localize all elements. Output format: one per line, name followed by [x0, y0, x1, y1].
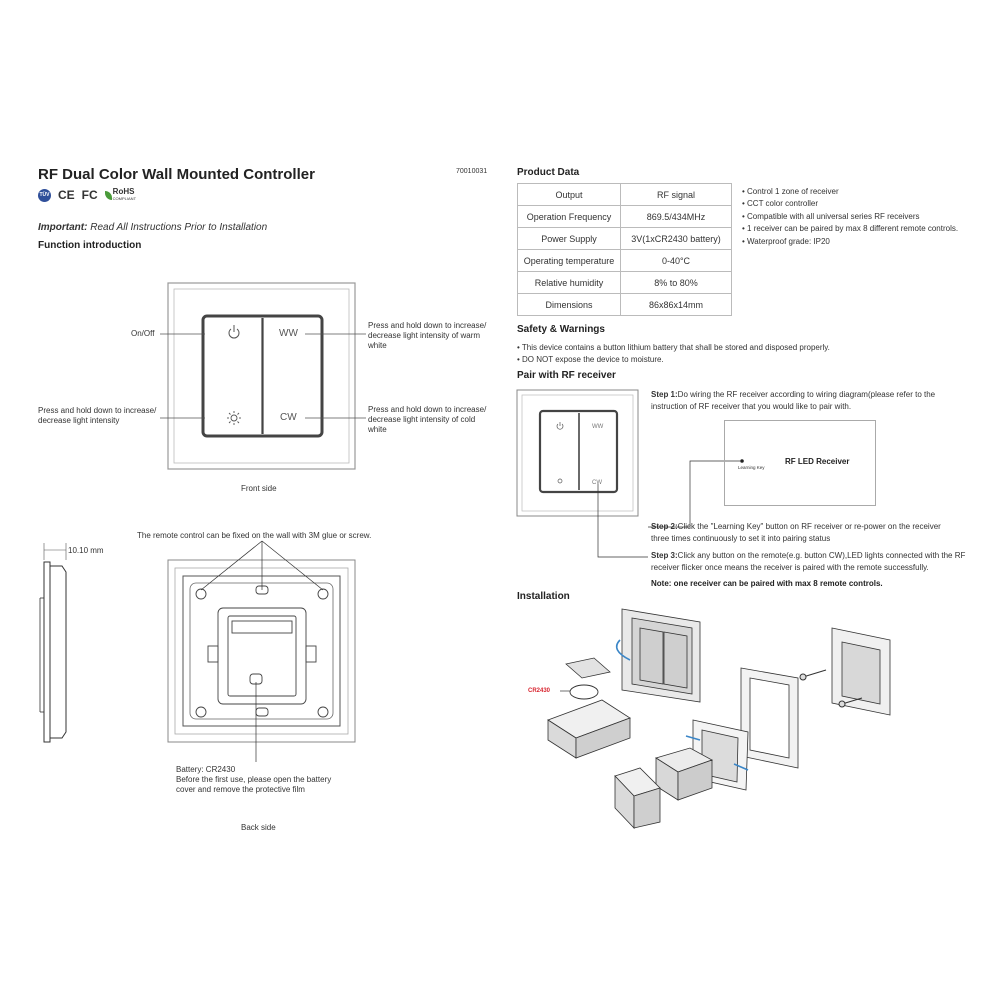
pairing-note: Note: one receiver can be paired with ma…: [651, 579, 883, 588]
safety-list: • This device contains a button lithium …: [517, 342, 830, 365]
cw-button-label: CW: [280, 412, 297, 423]
step-2: Step 2:Click the "Learning Key" button o…: [651, 522, 941, 543]
step-1: Step 1:Do wiring the RF receiver accordi…: [651, 390, 936, 411]
list-item: • Compatible with all universal series R…: [742, 211, 920, 221]
product-data-heading: Product Data: [517, 167, 580, 178]
list-item: • Control 1 zone of receiver: [742, 187, 839, 196]
mount-note: The remote control can be fixed on the w…: [137, 531, 372, 540]
on-off-label: On/Off: [131, 329, 155, 338]
cw-description: Press and hold down to increase/decrease…: [368, 405, 487, 434]
ww-button-label: WW: [279, 328, 298, 339]
power-icon: [228, 325, 240, 339]
product-code: 70010031: [456, 168, 488, 175]
installation-heading: Installation: [517, 591, 570, 602]
back-side-caption: Back side: [241, 823, 276, 832]
list-item: • 1 receiver can be paired by max 8 diff…: [742, 224, 959, 234]
ce-mark: CE: [58, 188, 75, 202]
battery-model-label: CR2430: [528, 688, 551, 694]
fcc-mark: FC: [81, 188, 98, 202]
brightness-icon: [227, 411, 241, 425]
list-item: • This device contains a button lithium …: [517, 343, 830, 352]
list-item: • Waterproof grade: IP20: [742, 236, 830, 246]
list-item: • CCT color controller: [742, 199, 819, 209]
front-side-caption: Front side: [241, 484, 277, 493]
function-intro-heading: Function introduction: [38, 240, 142, 251]
step-3: Step 3:Click any button on the remote(e.…: [651, 551, 966, 572]
svg-text:CW: CW: [592, 480, 602, 486]
svg-text:WW: WW: [592, 424, 604, 430]
leaf-icon: [104, 190, 112, 200]
tuv-mark-icon: TÜV: [38, 188, 51, 202]
rf-receiver-title: RF LED Receiver: [785, 457, 850, 466]
important-note: Important: Read All Instructions Prior t…: [38, 222, 268, 233]
page-title: RF Dual Color Wall Mounted Controller: [38, 166, 315, 183]
list-item: • DO NOT expose the device to moisture.: [517, 354, 664, 364]
rf-receiver-box: [724, 420, 876, 506]
safety-heading: Safety & Warnings: [517, 324, 605, 335]
feature-list: • Control 1 zone of receiver • CCT color…: [742, 186, 958, 248]
ww-description: Press and hold down to increase/decrease…: [368, 321, 487, 350]
brightness-description: Press and hold down to increase/decrease…: [38, 406, 157, 425]
pair-heading: Pair with RF receiver: [517, 370, 616, 381]
learning-key-label: Learning Key: [738, 465, 765, 470]
thickness-dimension: 10.10 mm: [68, 546, 104, 555]
